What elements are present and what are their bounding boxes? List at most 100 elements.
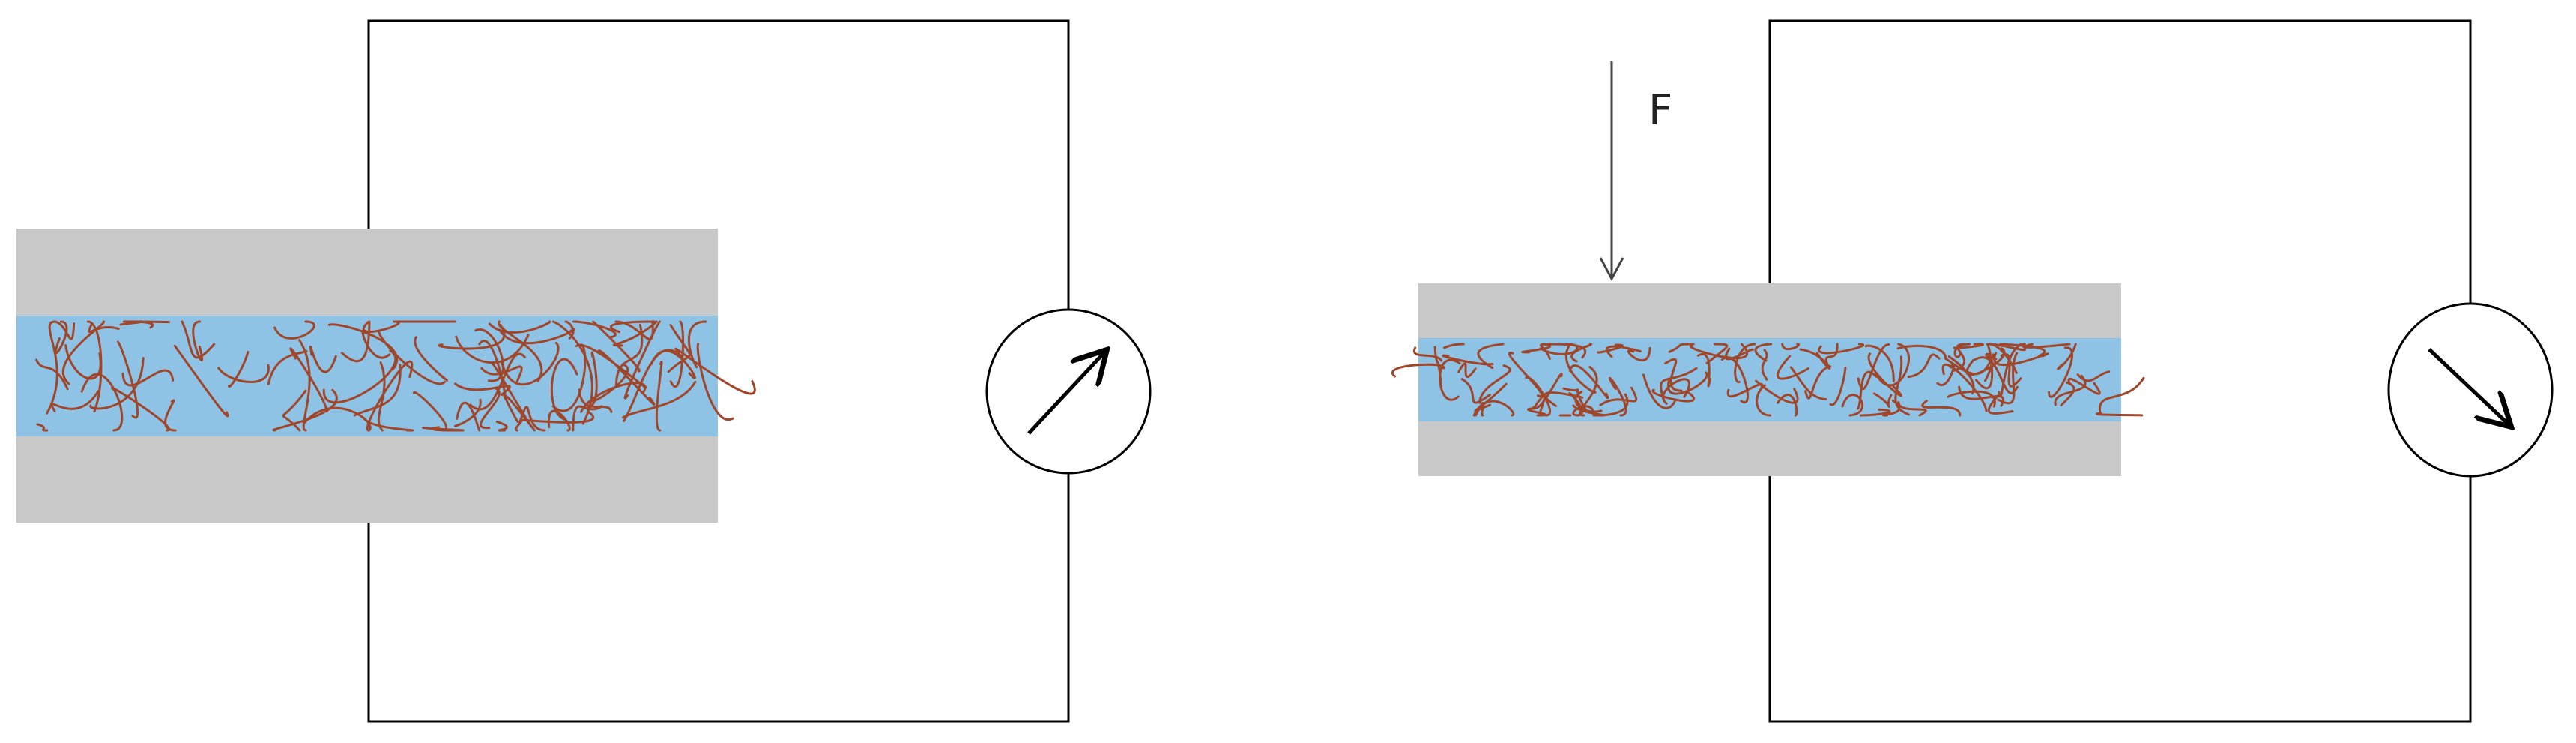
conductive-fiber: [327, 323, 399, 371]
left-top-electrode: [16, 229, 718, 316]
conductive-fiber: [1599, 386, 1638, 406]
conductive-fiber: [478, 340, 507, 400]
conductive-fiber: [1988, 343, 2018, 374]
conductive-fiber: [289, 347, 328, 413]
conductive-fiber: [519, 410, 594, 424]
conductive-fiber: [1776, 355, 1809, 380]
conductive-fiber: [488, 320, 551, 334]
left-meter-needle-icon: [1027, 352, 1104, 435]
conductive-fiber: [474, 328, 504, 382]
conductive-fiber: [696, 343, 734, 421]
conductive-fiber: [1439, 358, 1461, 401]
conductive-fiber: [192, 320, 204, 362]
conductive-fiber: [1642, 373, 1677, 409]
conductive-fiber: [1606, 345, 1642, 358]
conductive-fiber: [1761, 349, 1768, 381]
conductive-fiber: [88, 323, 120, 334]
conductive-fiber: [1829, 367, 1847, 406]
right-bottom-electrode: [1418, 421, 2121, 476]
left-bottom-electrode: [16, 436, 718, 523]
conductive-fiber: [1789, 366, 1827, 401]
conductive-fiber: [592, 320, 641, 373]
conductive-fiber: [267, 349, 308, 385]
conductive-fiber: [1907, 353, 1941, 379]
conductive-fiber: [548, 409, 571, 432]
conductive-fiber: [1867, 352, 1902, 397]
conductive-fiber: [1460, 378, 1491, 404]
conductive-fiber: [551, 343, 587, 412]
conductive-fiber: [667, 324, 691, 373]
conductive-fiber: [1666, 371, 1708, 395]
conductive-fiber: [363, 417, 414, 432]
conductive-fiber: [2099, 376, 2145, 414]
conductive-fiber: [495, 420, 508, 432]
conductive-fiber: [2096, 412, 2144, 417]
conductive-fiber: [36, 423, 49, 432]
conductive-fiber: [655, 361, 663, 432]
right-circuit-wire-bottom: [1768, 476, 2472, 723]
conductive-fiber: [1873, 392, 1893, 408]
force-arrow: F: [1599, 61, 1672, 282]
conductive-fiber: [1664, 358, 1683, 392]
conductive-fiber: [1668, 343, 1695, 353]
conductive-fiber: [50, 390, 100, 412]
conductive-fiber: [1824, 343, 1839, 367]
conductive-fiber: [298, 339, 311, 432]
left-panel: [16, 19, 1152, 723]
conductive-fiber: [1597, 343, 1624, 354]
conductive-fiber: [2054, 374, 2087, 406]
conductive-fiber: [1570, 343, 1593, 363]
conductive-fiber: [340, 320, 371, 363]
conductive-fiber: [1958, 385, 2004, 407]
conductive-fiber: [1777, 394, 1798, 417]
conductive-fiber: [1568, 364, 1609, 400]
conductive-fiber: [1705, 343, 1729, 364]
conductive-fiber: [501, 342, 560, 386]
conductive-fiber: [650, 349, 696, 379]
left-meter: [985, 308, 1152, 475]
conductive-fiber: [412, 391, 448, 432]
conductive-fiber: [615, 323, 644, 386]
right-top-electrode: [1418, 283, 2121, 338]
conductive-fiber: [614, 320, 654, 341]
force-arrow-head-icon: [1599, 257, 1624, 282]
conductive-fiber: [453, 398, 482, 427]
conductive-fiber: [1997, 352, 2019, 405]
conductive-fiber: [353, 364, 402, 417]
conductive-fiber: [52, 320, 76, 340]
conductive-fiber: [455, 334, 530, 364]
force-label: F: [1648, 86, 1672, 135]
conductive-fiber: [1651, 388, 1696, 403]
conductive-fiber: [1532, 373, 1563, 409]
conductive-fiber: [1754, 343, 1772, 362]
conductive-fiber: [1857, 343, 1890, 391]
conductive-fiber: [2048, 346, 2074, 398]
conductive-fiber: [35, 358, 69, 391]
conductive-fiber: [2057, 343, 2077, 370]
conductive-fiber: [1534, 394, 1546, 417]
conductive-fiber: [1521, 343, 1552, 354]
conductive-fiber: [578, 388, 613, 413]
conductive-fiber: [378, 330, 446, 385]
right-meter-needle-icon: [2428, 348, 2509, 424]
conductive-fiber: [2067, 378, 2101, 395]
conductive-fiber: [1574, 391, 1603, 413]
conductive-fiber: [272, 388, 338, 432]
conductive-fiber: [572, 405, 603, 432]
conductive-fiber: [1443, 343, 1465, 349]
conductive-fiber: [121, 369, 175, 387]
conductive-fiber: [564, 320, 575, 340]
conductive-fiber: [1894, 355, 1911, 416]
conductive-fiber: [1562, 387, 1588, 413]
conductive-fiber: [2076, 370, 2111, 382]
conductive-fiber: [1993, 352, 2049, 367]
right-meter: [2387, 302, 2554, 478]
conductive-fiber: [61, 320, 105, 385]
conductive-fiber: [1875, 343, 1911, 387]
conductive-fiber: [322, 349, 397, 404]
conductive-fiber: [1896, 344, 1947, 361]
conductive-fiber: [1974, 356, 2019, 394]
left-circuit-wire-bottom: [367, 474, 1070, 723]
right-conductive-fibers: [1391, 343, 2145, 417]
conductive-fiber: [1696, 352, 1711, 388]
